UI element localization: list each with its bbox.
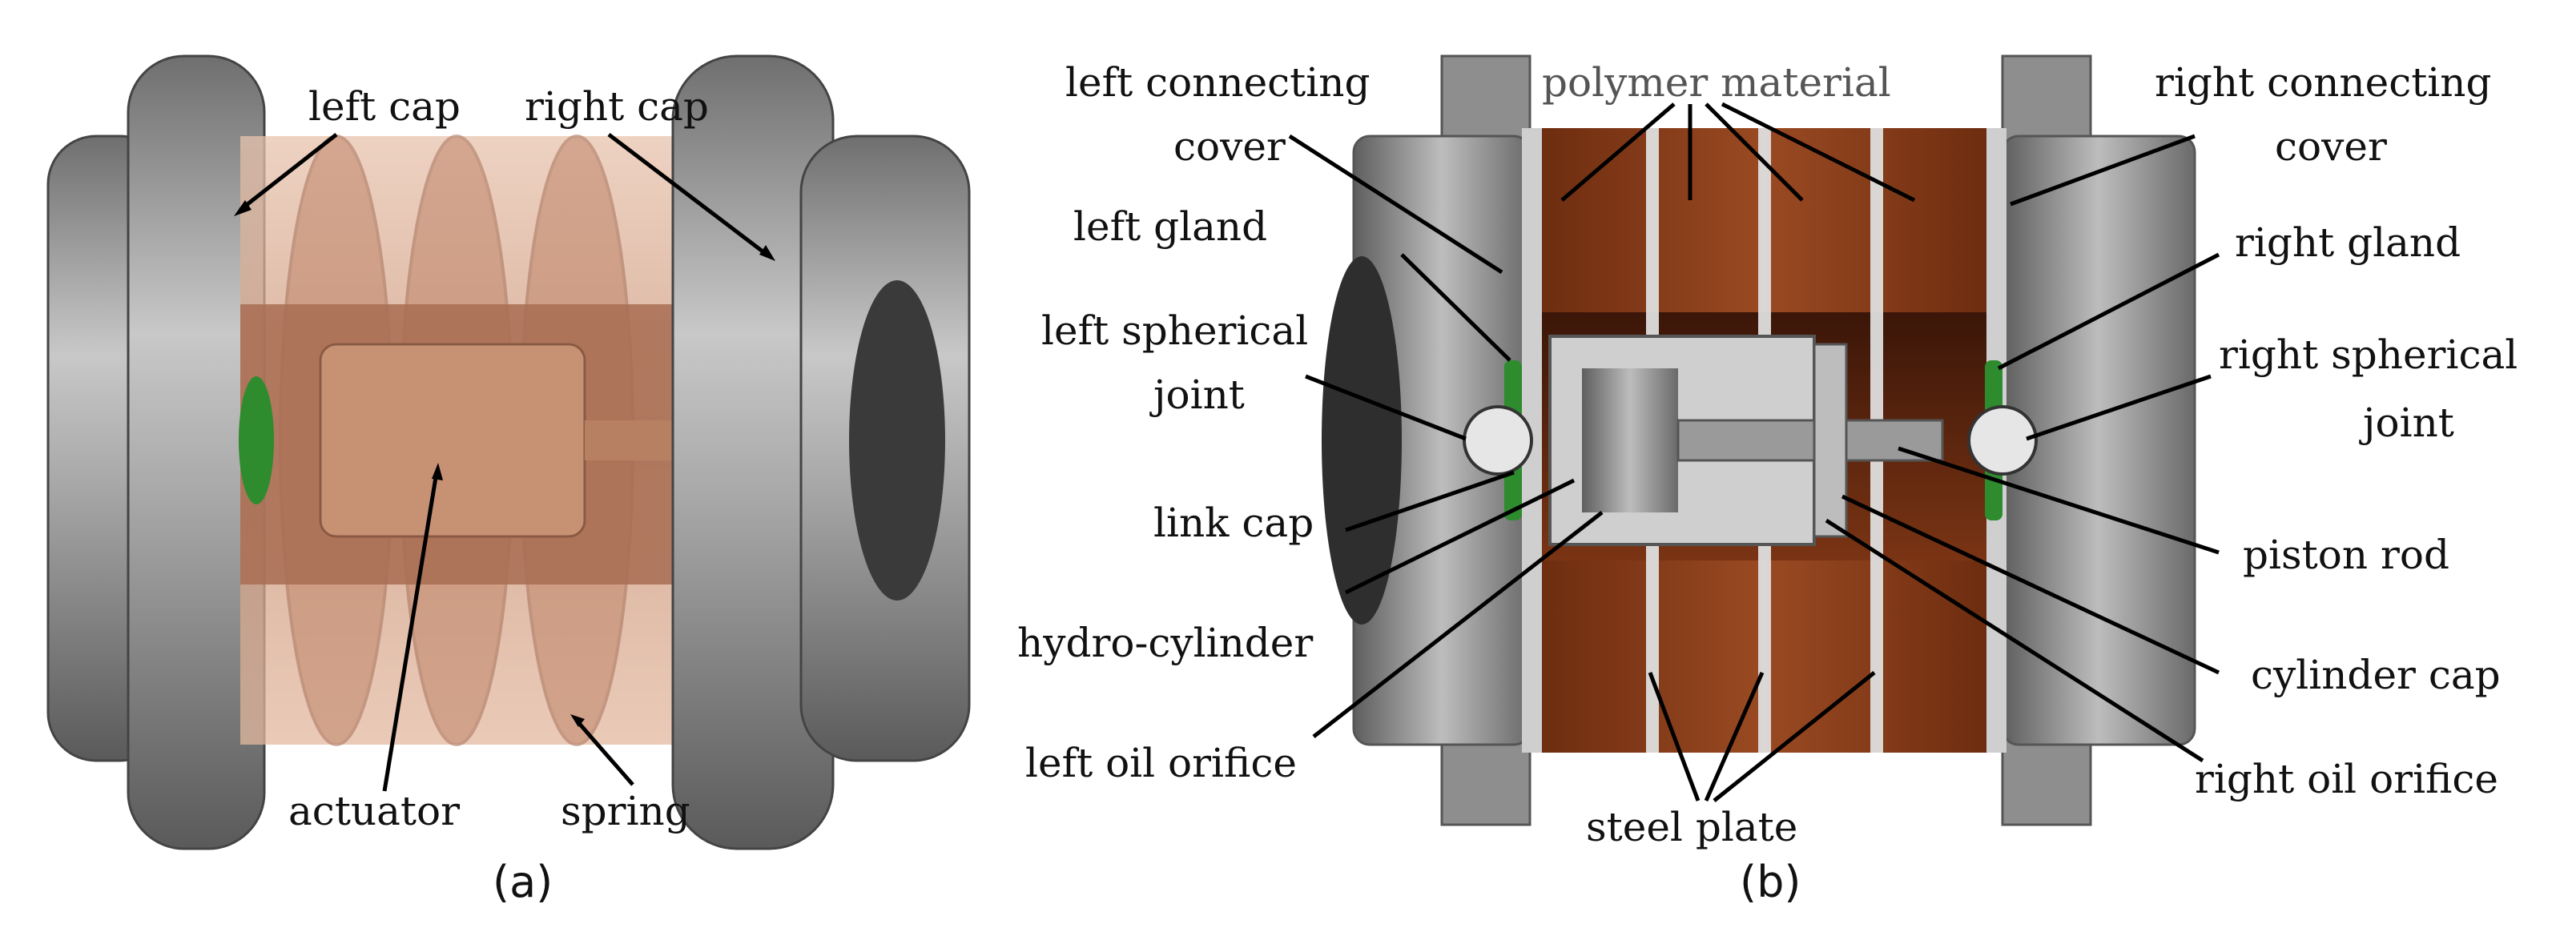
hydro-cylinder-chamber — [1582, 368, 1678, 512]
label-right-connecting-cover-2: cover — [2275, 123, 2387, 170]
label-right-cap: right cap — [525, 83, 709, 130]
green-gland-a — [239, 376, 274, 504]
label-left-spherical-joint-1: left spherical — [1041, 307, 1308, 354]
actuator-cylinder — [319, 343, 586, 538]
label-link-cap: link cap — [1153, 500, 1314, 546]
label-right-gland: right gland — [2235, 219, 2461, 266]
right-bore — [849, 280, 945, 601]
label-left-oil-orifice: left oil orifice — [1025, 740, 1297, 786]
label-polymer-material: polymer material — [1542, 59, 1891, 106]
panel-a-illustration — [46, 54, 971, 850]
label-steel-plate: steel plate — [1586, 804, 1797, 850]
label-spring: spring — [561, 788, 690, 834]
cylinder-cap-shape — [1813, 343, 1848, 538]
label-left-connecting-cover-1: left connecting — [1065, 59, 1370, 106]
left-spherical-joint-shape — [1463, 405, 1533, 476]
actuator-rod — [585, 420, 681, 460]
label-left-gland: left gland — [1073, 203, 1267, 250]
leader-lines — [234, 102, 2220, 802]
labels: left cap right cap actuator spring (a) l… — [288, 59, 2518, 907]
label-left-connecting-cover-2: cover — [1173, 123, 1286, 170]
label-left-cap: left cap — [308, 83, 461, 130]
label-right-connecting-cover-1: right connecting — [2155, 59, 2491, 106]
left-cover-bore — [1322, 256, 1402, 625]
right-spherical-joint-shape — [1967, 405, 2038, 476]
label-right-spherical-joint-2: joint — [2359, 400, 2454, 446]
label-left-spherical-joint-2: joint — [1149, 372, 1245, 418]
caption-a: (a) — [493, 857, 553, 907]
label-right-oil-orifice: right oil orifice — [2195, 756, 2498, 802]
label-piston-rod: piston rod — [2243, 532, 2449, 578]
label-right-spherical-joint-1: right spherical — [2219, 331, 2518, 378]
panel-b-illustration — [1322, 54, 2196, 826]
piston-rod-shape — [1676, 419, 1944, 462]
label-cylinder-cap: cylinder cap — [2251, 652, 2501, 698]
caption-b: (b) — [1740, 857, 1801, 907]
label-hydro-cylinder: hydro-cylinder — [1017, 620, 1313, 666]
label-actuator: actuator — [288, 788, 460, 834]
